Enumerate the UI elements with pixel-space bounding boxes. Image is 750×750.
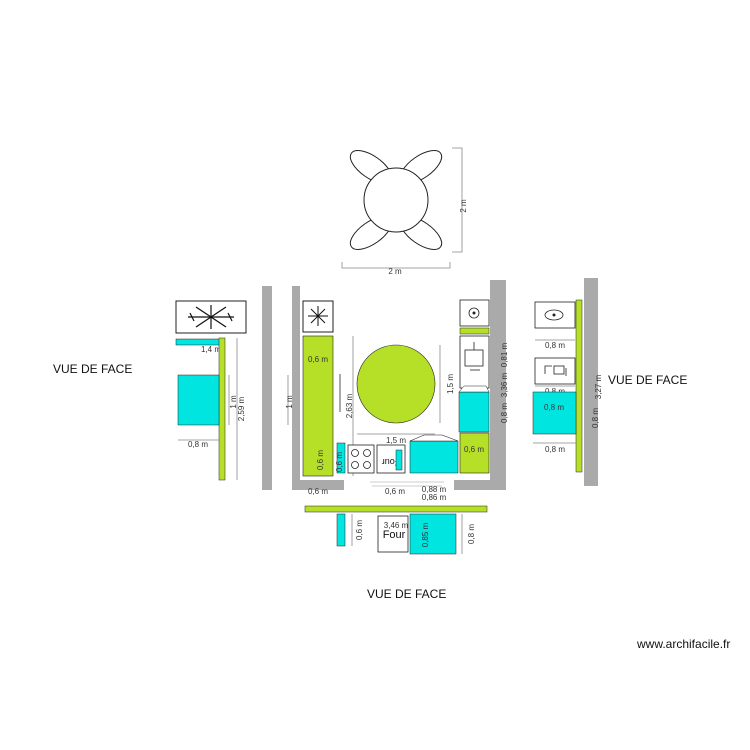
cooktop-ring-icon <box>468 307 480 319</box>
dim-plan-06f: 0,6 m <box>385 487 405 496</box>
left-tall-upright <box>218 337 226 481</box>
dim-plan-06e: 0,6 m <box>308 487 328 496</box>
vue-de-face-left-label: VUE DE FACE <box>53 362 133 376</box>
plan-sink-unit <box>459 335 490 389</box>
dim-plan-081a: 0,81 m <box>500 342 509 367</box>
dim-plan-336: 3,36 m <box>500 372 509 397</box>
plan-small-cyan-2 <box>395 449 403 471</box>
snowflake-icon <box>308 306 328 326</box>
dim-right-08c: 0,8 m <box>544 403 564 412</box>
main-plan: 0,6 m 0,6 m 1 m 2,63 m 1,5 m 1,5 m Four … <box>285 280 509 502</box>
dim-left-14: 1,4 m <box>201 345 221 354</box>
dim-right-08e: 0,8 m <box>591 408 600 428</box>
vue-de-face-bottom-label: VUE DE FACE <box>367 587 447 601</box>
right-cabinet-cyan <box>532 391 577 435</box>
dim-plan-06a: 0,6 m <box>308 355 328 364</box>
bottom-oven-label: Four <box>383 529 406 541</box>
plan-door-gap <box>344 478 454 490</box>
dim-left-08: 0,8 m <box>188 440 208 449</box>
left-wall-bar <box>262 286 272 490</box>
plan-right-cyan <box>458 391 490 433</box>
dim-right-08d: 0,8 m <box>545 445 565 454</box>
dim-plan-06c: 0,6 m <box>335 452 344 472</box>
dim-right-08b: 0,8 m <box>545 387 565 396</box>
hob-dot-icon <box>552 313 556 317</box>
dim-left-259: 2,59 m <box>237 396 246 421</box>
snowflake-icon <box>188 305 234 329</box>
faucet-icon <box>544 365 567 376</box>
dim-plan-06d: 0,6 m <box>464 445 484 454</box>
vue-de-face-right-label: VUE DE FACE <box>608 373 688 387</box>
dim-bottom-06: 0,6 m <box>355 520 364 540</box>
plan-wall-right <box>490 280 506 490</box>
plan-round-table <box>356 344 436 424</box>
right-lime-upright <box>575 299 583 473</box>
corner-trim-right <box>458 385 490 393</box>
burner-icons <box>351 449 371 469</box>
sink-icon <box>464 342 484 371</box>
dim-bottom-346: 3,46 m <box>384 521 409 530</box>
dim-bottom-08: 0,8 m <box>467 524 476 544</box>
dim-plan-263: 2,63 m <box>345 393 354 418</box>
dim-right-327: 3,27 m <box>594 374 603 399</box>
dim-right-08a: 0,8 m <box>545 341 565 350</box>
dim-plan-088: 0,88 m <box>422 485 447 494</box>
dim-table-v: 2 m <box>459 199 468 213</box>
watermark-text: www.archifacile.fr <box>637 637 731 651</box>
dim-left-1: 1 m <box>229 395 238 409</box>
dining-table-group: 2 m 2 m <box>341 147 468 276</box>
dim-plan-15b: 1,5 m <box>386 436 406 445</box>
dim-plan-1: 1 m <box>285 395 294 409</box>
bottom-oven <box>377 515 409 553</box>
bottom-lime-bar <box>304 505 488 513</box>
dim-bottom-085: 0,85 m <box>421 522 430 547</box>
corner-trim <box>409 434 459 442</box>
right-sink-box <box>534 357 576 385</box>
round-table <box>363 167 429 233</box>
plan-cooktop <box>347 444 375 474</box>
plan-right-counter-bottom <box>459 432 490 474</box>
dimension-line-table-v <box>452 147 463 253</box>
left-cabinet-cyan <box>177 374 220 426</box>
right-wall-bar <box>584 278 598 486</box>
bottom-elevation: 0,6 m Four 3,46 m 0,85 m 0,8 m <box>304 505 488 555</box>
dim-plan-15a: 1,5 m <box>446 374 455 394</box>
dim-plan-08a: 0,8 m <box>500 403 509 423</box>
left-elevation: 1,4 m 0,8 m 1 m 2,59 m <box>175 286 272 490</box>
dim-plan-086: 0,86 m <box>422 493 447 502</box>
plan-cabinet-cyan-bottom <box>409 440 459 474</box>
dim-plan-06b: 0,6 m <box>316 450 325 470</box>
dim-table-h: 2 m <box>388 267 402 276</box>
door-steps <box>370 481 444 487</box>
plan-right-lime-strip <box>459 327 490 335</box>
cooktop-dot-icon <box>472 311 476 315</box>
plan-left-counter <box>302 335 334 477</box>
plan-small-cyan <box>336 442 346 474</box>
hob-ring-icon <box>544 309 564 321</box>
plan-oven-label: Four <box>382 457 401 467</box>
plan-wall-left <box>292 286 300 490</box>
bottom-cabinet-cyan <box>409 513 457 555</box>
right-elevation: 0,8 m 0,8 m 0,8 m 0,8 m 0,8 m 3,27 m <box>532 278 603 486</box>
dimension-line-table-h <box>341 262 451 269</box>
bottom-small-cyan <box>336 513 346 547</box>
